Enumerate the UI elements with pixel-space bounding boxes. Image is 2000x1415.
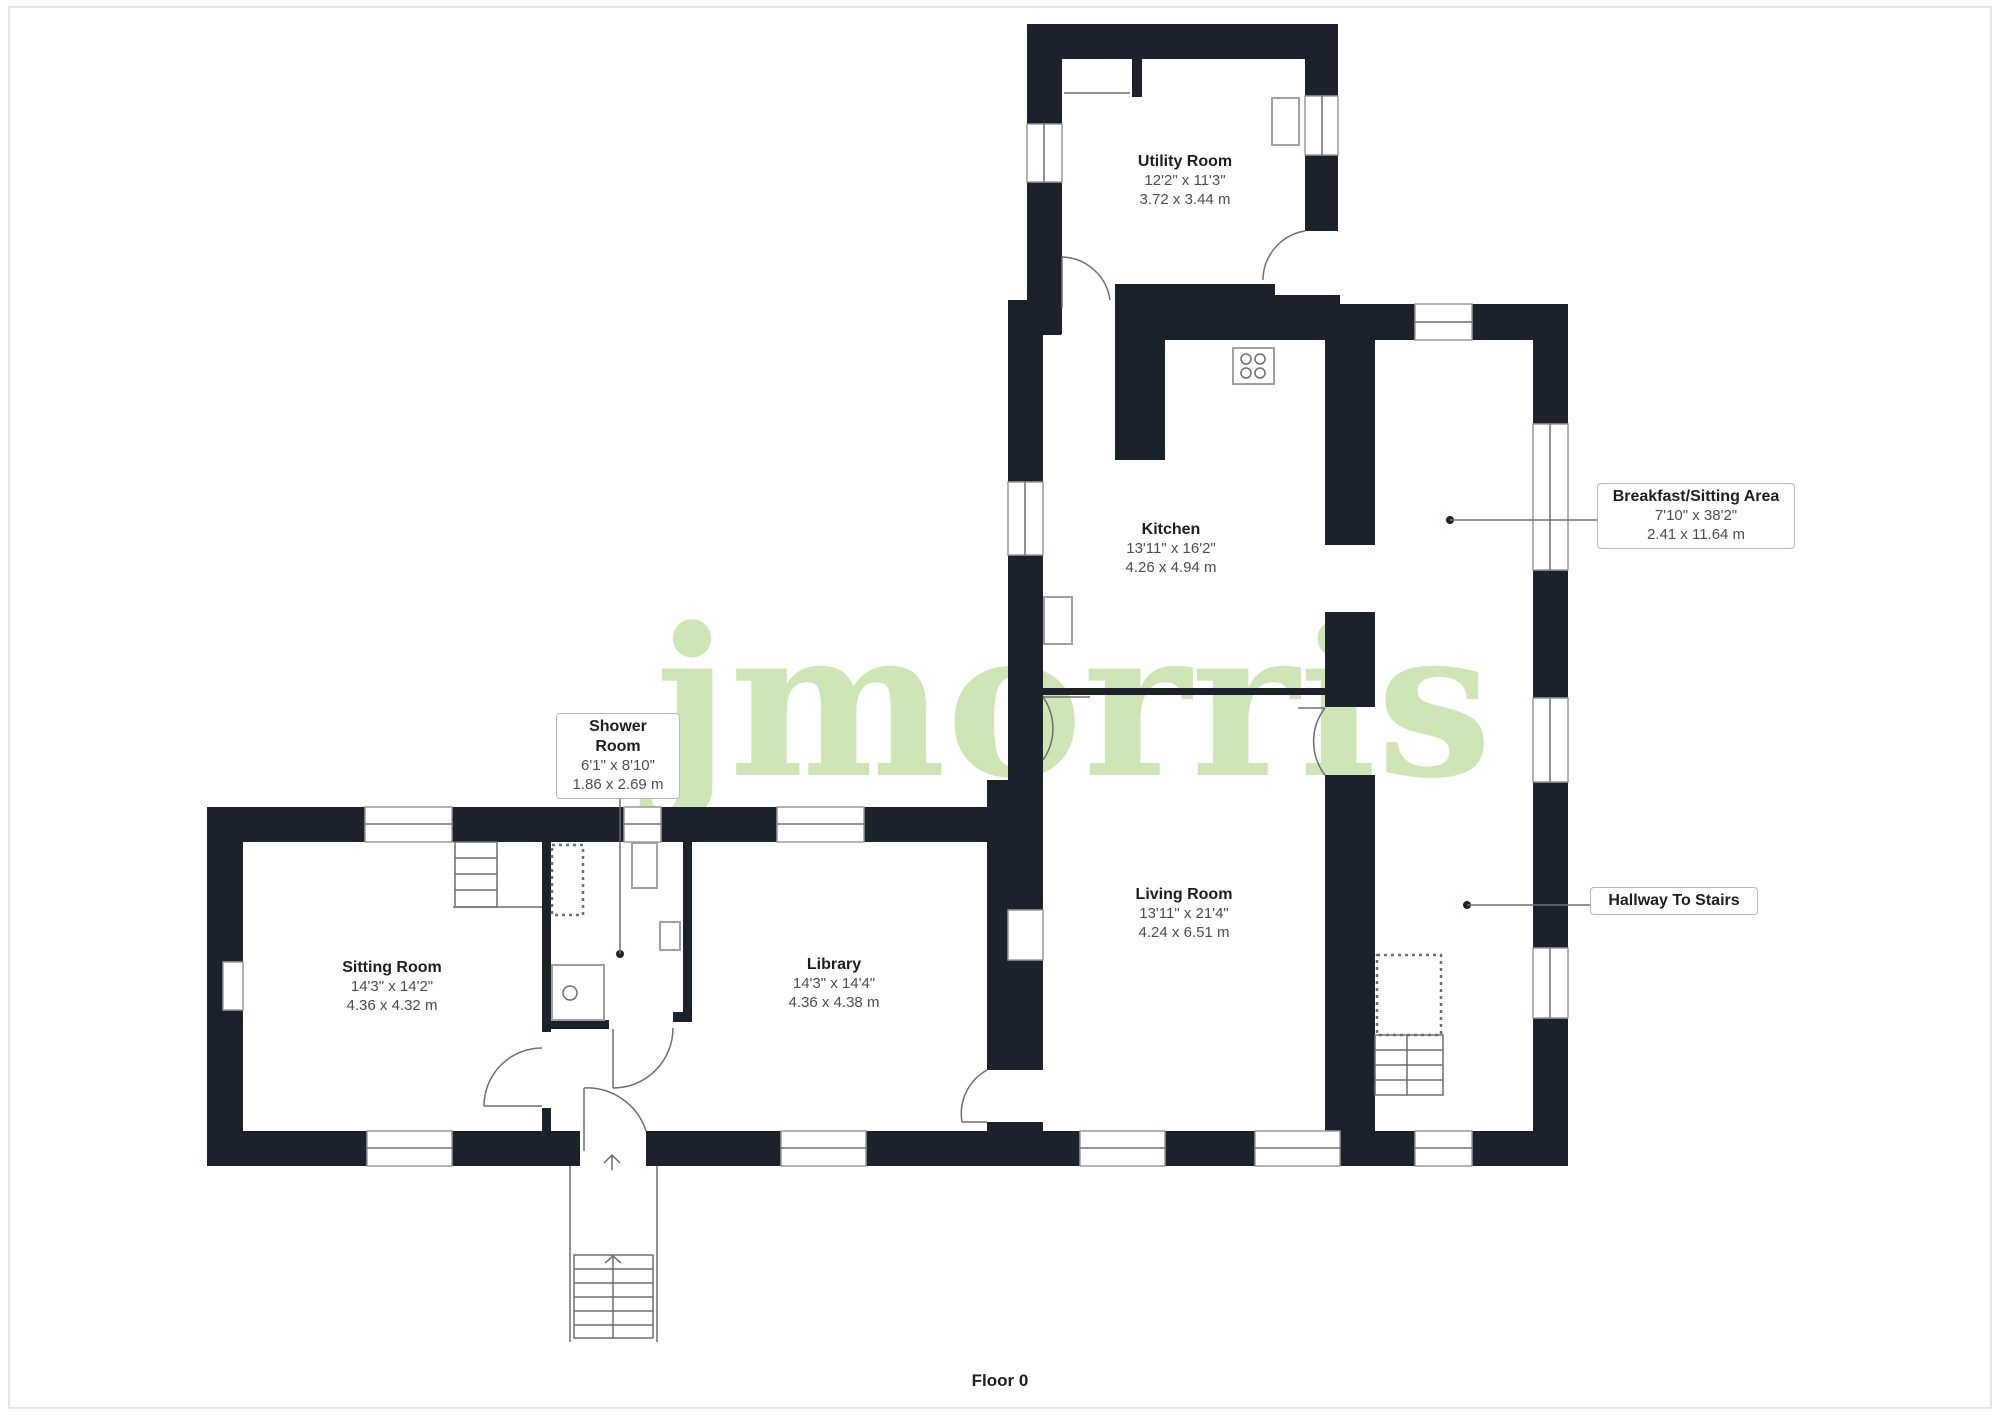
room-callout-breakfast-sitting-area: Breakfast/Sitting Area 7'10" x 38'2" 2.4…	[1597, 483, 1795, 549]
room-dimensions-imperial: 14'3" x 14'2"	[350, 978, 434, 995]
internal-stairs	[453, 841, 542, 908]
room-label-utility-room: Utility Room 12'2" x 11'3" 3.72 x 3.44 m	[1085, 152, 1285, 210]
page-frame	[8, 6, 1992, 1409]
room-dimensions-imperial: 6'1" x 8'10"	[581, 757, 655, 774]
room-name: Utility Room	[1137, 153, 1233, 170]
callout-leaders	[616, 516, 1597, 958]
room-name: Library	[806, 956, 862, 973]
floor-label: Floor 0	[971, 1371, 1029, 1390]
room-label-sitting-room: Sitting Room 14'3" x 14'2" 4.36 x 4.32 m	[292, 958, 492, 1016]
room-dimensions-metric: 4.24 x 6.51 m	[1138, 923, 1230, 941]
room-dimensions-imperial: 13'11" x 21'4"	[1139, 905, 1229, 922]
room-dimensions-metric: 4.36 x 4.38 m	[788, 993, 880, 1011]
windows	[222, 95, 1569, 1167]
entrance-steps	[569, 1153, 658, 1342]
room-name: Hallway To Stairs	[1608, 892, 1740, 909]
room-dimensions-imperial: 14'3" x 14'4"	[792, 975, 876, 992]
room-label-living-room: Living Room 13'11" x 21'4" 4.24 x 6.51 m	[1084, 885, 1284, 943]
room-dimensions-metric: 2.41 x 11.64 m	[1646, 525, 1746, 543]
room-name: Shower Room	[589, 718, 647, 755]
room-dimensions-imperial: 13'11" x 16'2"	[1126, 540, 1216, 557]
room-label-kitchen: Kitchen 13'11" x 16'2" 4.26 x 4.94 m	[1071, 520, 1271, 578]
room-dimensions-imperial: 7'10" x 38'2"	[1654, 507, 1738, 524]
room-name: Living Room	[1135, 886, 1233, 903]
room-dimensions-metric: 4.26 x 4.94 m	[1125, 558, 1217, 576]
room-dimensions-metric: 4.36 x 4.32 m	[346, 996, 438, 1014]
hall-stairs	[1374, 953, 1444, 1096]
room-name: Breakfast/Sitting Area	[1612, 488, 1780, 505]
room-callout-hallway-to-stairs: Hallway To Stairs	[1590, 887, 1758, 915]
fixtures	[453, 92, 1444, 1342]
room-dimensions-metric: 1.86 x 2.69 m	[572, 775, 664, 793]
walls	[207, 24, 1568, 1166]
doors	[483, 230, 1326, 1151]
room-name: Sitting Room	[342, 959, 442, 976]
room-dimensions-imperial: 12'2" x 11'3"	[1144, 172, 1226, 189]
room-label-library: Library 14'3" x 14'4" 4.36 x 4.38 m	[734, 955, 934, 1013]
room-callout-shower-room: Shower Room 6'1" x 8'10" 1.86 x 2.69 m	[556, 713, 680, 799]
room-dimensions-metric: 3.72 x 3.44 m	[1139, 190, 1231, 208]
room-name: Kitchen	[1141, 521, 1201, 538]
